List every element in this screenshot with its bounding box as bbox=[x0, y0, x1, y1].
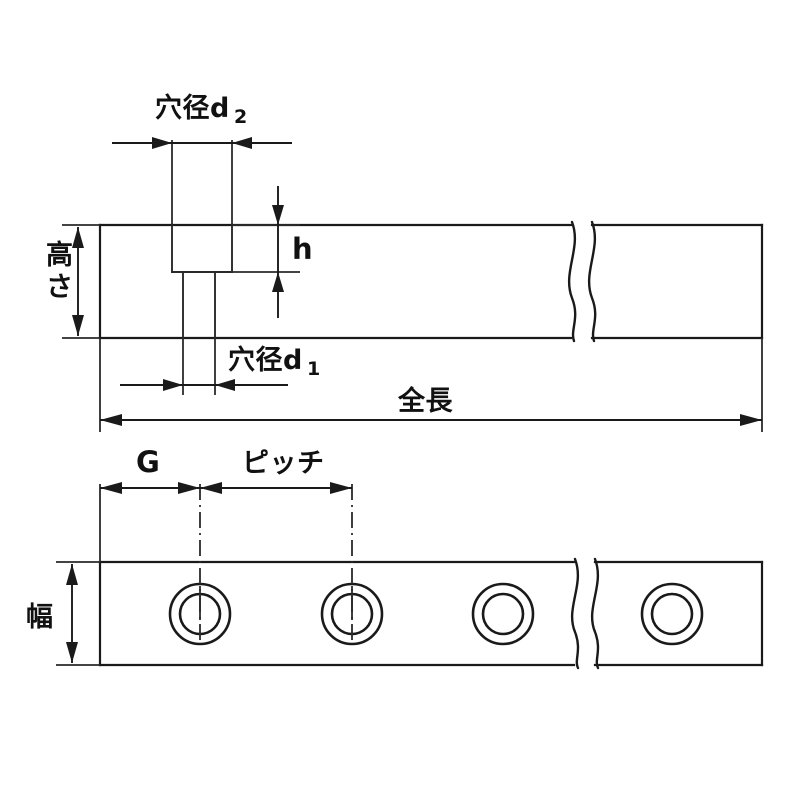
h-arrow-top bbox=[272, 205, 284, 225]
counterbore-depth-label: h bbox=[292, 232, 313, 266]
width-arrow-bottom bbox=[66, 642, 78, 663]
height-label-char2: さ bbox=[46, 272, 73, 303]
plan-view: G ピッチ 幅 bbox=[26, 445, 764, 670]
total-length-arrow-left bbox=[100, 414, 122, 426]
total-length-label: 全長 bbox=[397, 385, 453, 417]
pitch-label: ピッチ bbox=[242, 448, 325, 479]
height-label-char1: 高 bbox=[46, 239, 73, 271]
g-arrow-right bbox=[178, 482, 200, 494]
g-arrow-left bbox=[100, 482, 122, 494]
hole-3-inner-circle bbox=[481, 592, 525, 636]
plan-hole-4 bbox=[640, 582, 704, 646]
height-arrow-bottom bbox=[72, 315, 84, 336]
hole-3-outer-circle bbox=[471, 582, 535, 646]
height-arrow-top bbox=[72, 227, 84, 248]
hole-4-outer-circle bbox=[640, 582, 704, 646]
total-length-arrow-right bbox=[740, 414, 762, 426]
h-arrow-bottom bbox=[272, 272, 284, 292]
height-label-group: 高 さ bbox=[46, 239, 73, 303]
hole-4-inner-circle bbox=[650, 592, 694, 636]
hole-diameter-d2-label: 穴径d 2 bbox=[155, 93, 247, 128]
pitch-arrow-right bbox=[330, 482, 352, 494]
hole-diameter-d2-text: 穴径d bbox=[155, 93, 230, 124]
hole-diameter-d1-subscript: 1 bbox=[307, 358, 320, 380]
edge-distance-label: G bbox=[136, 445, 160, 479]
hole-diameter-d2-subscript: 2 bbox=[234, 106, 247, 128]
pitch-arrow-left bbox=[200, 482, 222, 494]
side-elevation-view: 穴径d 2 h 高 さ bbox=[46, 93, 764, 432]
plan-view-break-line-a bbox=[570, 557, 580, 670]
hole-diameter-d1-label: 穴径d 1 bbox=[228, 345, 320, 380]
hole-diameter-d1-text: 穴径d bbox=[228, 345, 303, 376]
side-view-break-line-a bbox=[567, 220, 577, 343]
plan-view-break-line-b bbox=[590, 557, 600, 670]
width-arrow-top bbox=[66, 564, 78, 585]
d2-arrow-right bbox=[232, 137, 252, 149]
side-view-break-line-b bbox=[587, 220, 597, 343]
d2-arrow-left bbox=[152, 137, 172, 149]
width-label: 幅 bbox=[26, 602, 53, 633]
d1-arrow-right bbox=[215, 379, 235, 391]
d1-arrow-left bbox=[163, 379, 183, 391]
plan-hole-3 bbox=[471, 582, 535, 646]
